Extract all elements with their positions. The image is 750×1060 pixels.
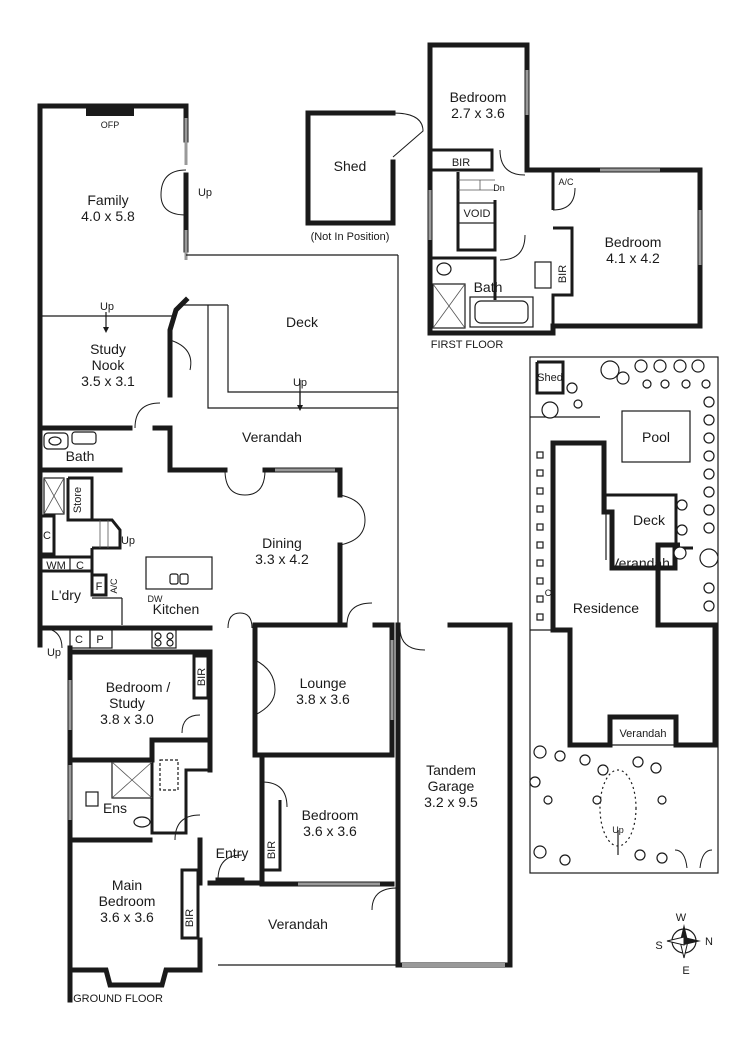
site-up-label: Up [612,825,624,835]
bath-label: Bath [66,448,95,464]
pantry-label: P [96,634,103,646]
up-label-family: Up [198,187,212,199]
compass-w: W [676,912,687,924]
study-label-1: Study [90,341,126,357]
garage-label-1: Tandem [426,762,476,778]
compass-e: E [682,965,689,977]
first-bedroom1-size: 2.7 x 3.6 [451,105,505,121]
bedroom-study-label-1: Bedroom / [106,679,171,695]
fireplace [86,104,134,116]
compass-rose [666,924,701,959]
entry-label: Entry [216,845,249,861]
first-bedroom2-size: 4.1 x 4.2 [606,250,660,266]
study-size: 3.5 x 3.1 [81,373,135,389]
dining-size: 3.3 x 4.2 [255,551,309,567]
first-floor-plan [427,42,703,336]
site-c-label: C [545,588,552,598]
shed-label: Shed [334,158,367,174]
cupboard-label-2: C [76,560,84,572]
compass-s: S [655,940,662,952]
up-label-stairs: Up [121,535,135,547]
site-verandah-front-label: Verandah [619,728,666,740]
main-bedroom-label-2: Bedroom [99,893,156,909]
bedroom3-size: 3.6 x 3.6 [303,823,357,839]
first-dn-label: Dn [493,183,505,193]
up-label-deck: Up [293,377,307,389]
cupboard-label-3: C [75,634,83,646]
site-deck-label: Deck [633,512,666,528]
first-bath-label: Bath [474,279,503,295]
garage-size: 3.2 x 9.5 [424,794,478,810]
site-plan [529,356,719,874]
shed-note: (Not In Position) [311,231,390,243]
bedroom-study-label-2: Study [109,695,145,711]
up-label-laundry: Up [47,647,61,659]
store-label: Store [72,487,84,513]
site-pool-label: Pool [642,429,670,445]
bedroom3-label: Bedroom [302,807,359,823]
first-bir2-label: BIR [557,265,569,283]
garage-label-2: Garage [428,778,475,794]
ensuite-label: Ens [103,800,127,816]
first-bedroom2-label: Bedroom [605,234,662,250]
lounge-label: Lounge [300,675,347,691]
site-residence-label: Residence [573,600,639,616]
first-void-label: VOID [464,208,491,220]
deck-label: Deck [286,314,319,330]
ofp-label: OFP [101,120,120,130]
main-bedroom-size: 3.6 x 3.6 [100,909,154,925]
up-label-study: Up [100,301,114,313]
ac-label-kitchen: A/C [109,578,119,594]
wm-label: WM [46,560,66,572]
kitchen-label: Kitchen [153,601,200,617]
bedroom-study-size: 3.8 x 3.0 [100,711,154,727]
ground-floor-caption: GROUND FLOOR [73,993,163,1005]
first-bedroom1-label: Bedroom [450,89,507,105]
laundry-label: L'dry [51,587,81,603]
bir-label-2: BIR [266,841,278,859]
first-floor-caption: FIRST FLOOR [431,339,504,351]
garden-trees [529,359,719,866]
lounge-size: 3.8 x 3.6 [296,691,350,707]
cupboard-label-1: C [43,530,51,542]
main-bedroom-label-1: Main [112,877,142,893]
bir-label-3: BIR [184,909,196,927]
first-bir-label: BIR [452,157,470,169]
verandah-front-label: Verandah [268,916,328,932]
family-room-label: Family [87,192,128,208]
compass-n: N [705,936,713,948]
shed-plan [305,110,424,226]
family-room-size: 4.0 x 5.8 [81,208,135,224]
study-label-2: Nook [92,357,126,373]
first-ac-label: A/C [558,177,574,187]
site-verandah-rear-label: Verandah [610,555,670,571]
verandah-rear-label: Verandah [242,429,302,445]
ground-floor-plan [37,103,513,1003]
dining-label: Dining [262,535,302,551]
bir-label-1: BIR [196,668,208,686]
site-shed-label: Shed [537,372,563,384]
dishwasher-label: DW [148,594,163,604]
fence-posts [536,451,544,621]
fridge-label: F [96,581,103,593]
